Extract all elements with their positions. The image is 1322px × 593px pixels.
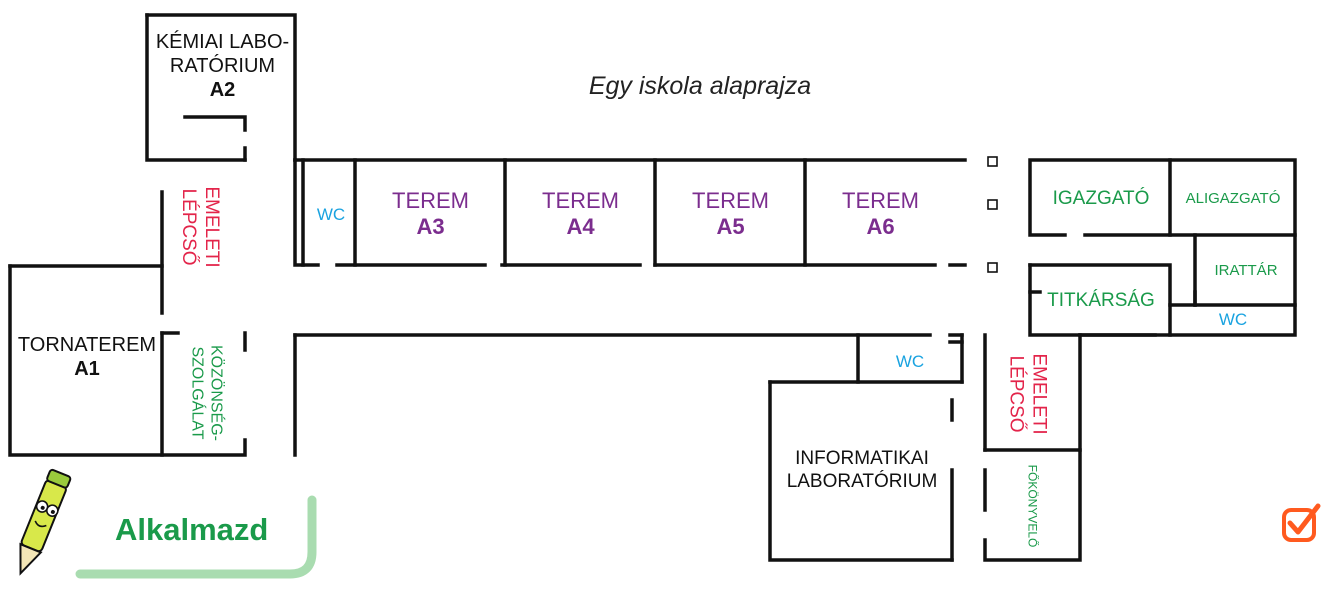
badge-label: Alkalmazd — [115, 512, 269, 547]
room-code: A5 — [716, 214, 745, 240]
room-label: LABORATÓRIUM — [786, 470, 938, 492]
room-label: INFORMATIKAI — [795, 448, 929, 469]
room-code: A6 — [866, 214, 895, 240]
room-code: A1 — [74, 358, 100, 380]
room-label: TEREM — [842, 188, 919, 213]
badge-bar — [75, 495, 317, 579]
pencil-mascot-icon — [19, 468, 72, 576]
room-wc-mid: WC — [895, 352, 925, 371]
room-stairs-left: EMELETI LÉPCSŐ — [178, 182, 222, 272]
room-public-service: KÖZÖNSÉG- SZOLGÁLAT — [180, 336, 226, 451]
room-label: LÉPCSŐ — [178, 188, 200, 266]
room-label: EMELETI — [1028, 353, 1050, 435]
room-label: EMELETI — [201, 186, 222, 268]
room-label: TEREM — [392, 188, 469, 213]
room-principal: IGAZGATÓ — [1052, 188, 1150, 209]
room-classroom-a6: TEREM A6 — [808, 188, 953, 241]
room-classroom-a3: TEREM A3 — [358, 188, 503, 241]
room-stairs-right: EMELETI LÉPCSŐ — [1006, 347, 1050, 442]
room-label: LÉPCSŐ — [1005, 355, 1027, 433]
room-code: A4 — [566, 214, 595, 240]
room-label: KÉMIAI LABO- — [155, 31, 290, 53]
room-archive: IRATTÁR — [1214, 262, 1278, 279]
room-code: A3 — [416, 214, 445, 240]
room-code: A2 — [209, 79, 236, 101]
room-wc-right: WC — [1218, 310, 1248, 329]
pillar — [987, 156, 998, 167]
room-chem-lab: KÉMIAI LABO- RATÓRIUM A2 — [150, 30, 295, 102]
room-label: TEREM — [542, 188, 619, 213]
room-label: TORNATEREM — [17, 334, 157, 356]
room-label: KÖZÖNSÉG- — [207, 344, 225, 441]
pillar — [987, 262, 998, 273]
room-classroom-a4: TEREM A4 — [508, 188, 653, 241]
room-gym: TORNATEREM A1 — [12, 333, 162, 381]
room-it-lab: INFORMATIKAI LABORATÓRIUM — [772, 448, 952, 494]
room-wc-left: WC — [316, 205, 346, 224]
checkbox-checked-icon — [1282, 503, 1321, 542]
pillar — [987, 199, 998, 210]
room-label: RATÓRIUM — [169, 55, 276, 77]
page-title: Egy iskola alaprajza — [588, 72, 812, 100]
room-label: SZOLGÁLAT — [188, 346, 206, 440]
room-classroom-a5: TEREM A5 — [658, 188, 803, 241]
room-label: TEREM — [692, 188, 769, 213]
room-secretariat: TITKÁRSÁG — [1047, 290, 1155, 311]
room-accountant: FŐKÖNYVELŐ — [1025, 464, 1040, 548]
room-vice-principal: ALIGAZGATÓ — [1185, 190, 1281, 207]
